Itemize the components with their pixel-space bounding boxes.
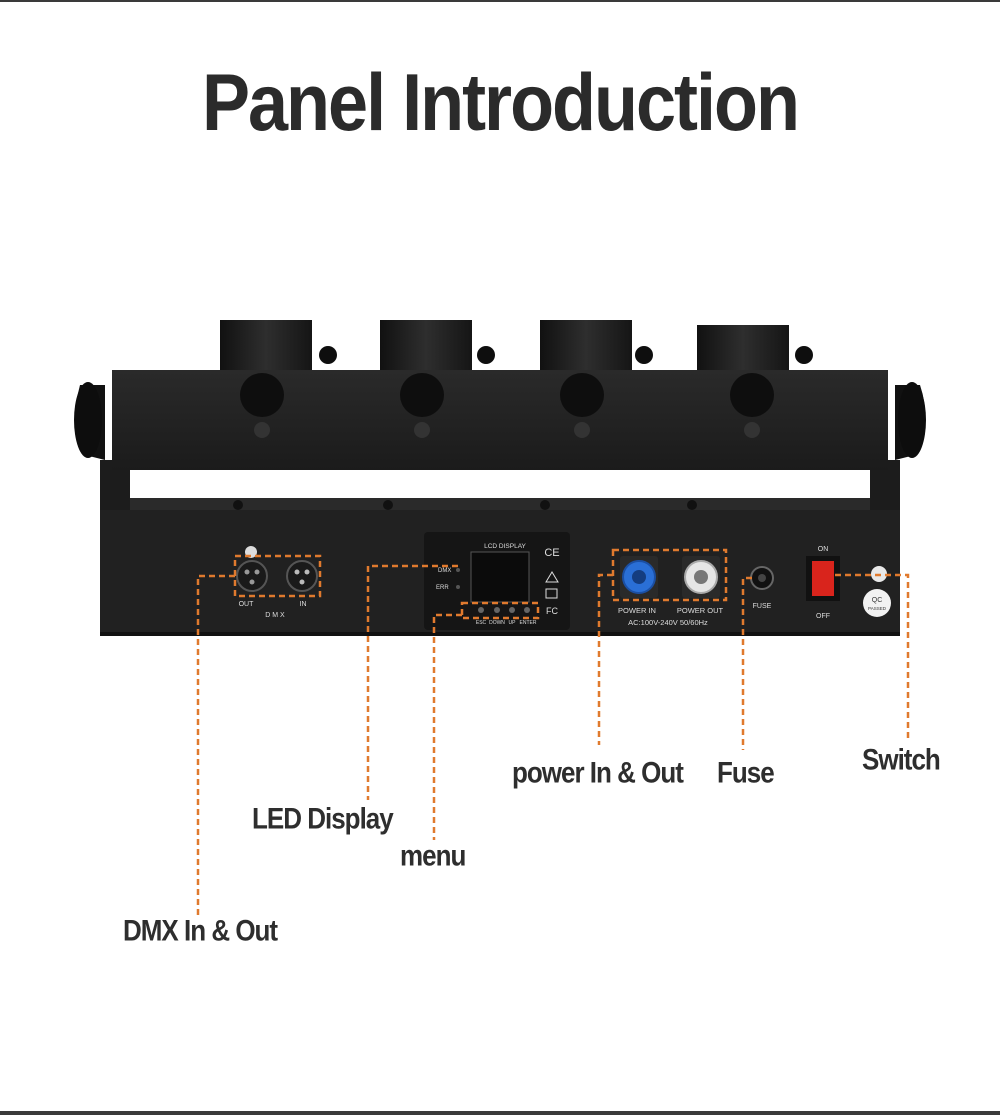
callout-switch: Switch	[862, 742, 941, 777]
rocker-switch-icon	[812, 561, 834, 596]
callout-led-display: LED Display	[252, 801, 394, 836]
dmx-group-label: D M X	[265, 612, 285, 619]
lcd-screen	[470, 551, 530, 603]
xlr-male-icon	[286, 560, 318, 592]
lcd-header: LCD DISPLAY	[484, 543, 526, 550]
dmx-out-label: OUT	[239, 601, 255, 608]
power-out-label: POWER OUT	[677, 606, 724, 615]
power-connectors: POWER IN POWER OUT AC:100V-240V 50/60Hz	[618, 556, 724, 627]
page-title: Panel Introduction	[201, 58, 800, 148]
callout-menu: menu	[400, 838, 466, 873]
top-divider	[0, 0, 1000, 2]
down-button-label: DOWN	[489, 620, 505, 626]
fc-mark-icon: FC	[546, 606, 558, 616]
led-display-leader	[366, 564, 458, 800]
power-switch: ON OFF QC PASSED	[806, 546, 891, 620]
callout-lines	[196, 548, 910, 915]
switch-leader	[835, 573, 910, 740]
xlr-female-icon	[236, 560, 268, 592]
up-button-label: UP	[509, 620, 517, 626]
callout-dmx: DMX In & Out	[123, 913, 278, 948]
dmx-sockets: OUT IN D M X	[236, 546, 318, 619]
switch-off-label: OFF	[816, 613, 830, 620]
tilt-knobs	[240, 346, 813, 438]
enter-button-label: ENTER	[520, 620, 537, 626]
bottom-divider	[0, 1111, 1000, 1115]
fuse-label: FUSE	[753, 603, 772, 610]
check-icon	[545, 588, 558, 599]
menu-highlight-box	[460, 601, 540, 620]
power-in-label: POWER IN	[618, 606, 656, 615]
callout-fuse: Fuse	[717, 755, 775, 790]
err-led-label: ERR	[436, 585, 449, 591]
base-top	[130, 498, 870, 512]
dmx-leader	[196, 574, 235, 915]
voltage-label: AC:100V-240V 50/60Hz	[628, 618, 708, 627]
lcd-module: LCD DISPLAY DMX ERR CE FC ESC DOWN UP EN…	[424, 532, 570, 630]
dmx-in-label: IN	[300, 601, 307, 608]
dmx-led-label: DMX	[438, 568, 451, 574]
qc-sticker	[863, 589, 891, 617]
ce-mark-icon: CE	[544, 547, 559, 559]
qc-passed-text: PASSED	[868, 606, 887, 611]
warning-icon	[545, 571, 559, 583]
power-leader	[597, 573, 613, 745]
callout-power: power In & Out	[512, 755, 684, 790]
head-bar	[112, 370, 888, 470]
fuse-leader	[741, 576, 752, 750]
switch-on-label: ON	[818, 546, 829, 553]
menu-leader	[432, 613, 462, 840]
esc-button-label: ESC	[476, 620, 487, 626]
qc-text: QC	[872, 597, 883, 604]
